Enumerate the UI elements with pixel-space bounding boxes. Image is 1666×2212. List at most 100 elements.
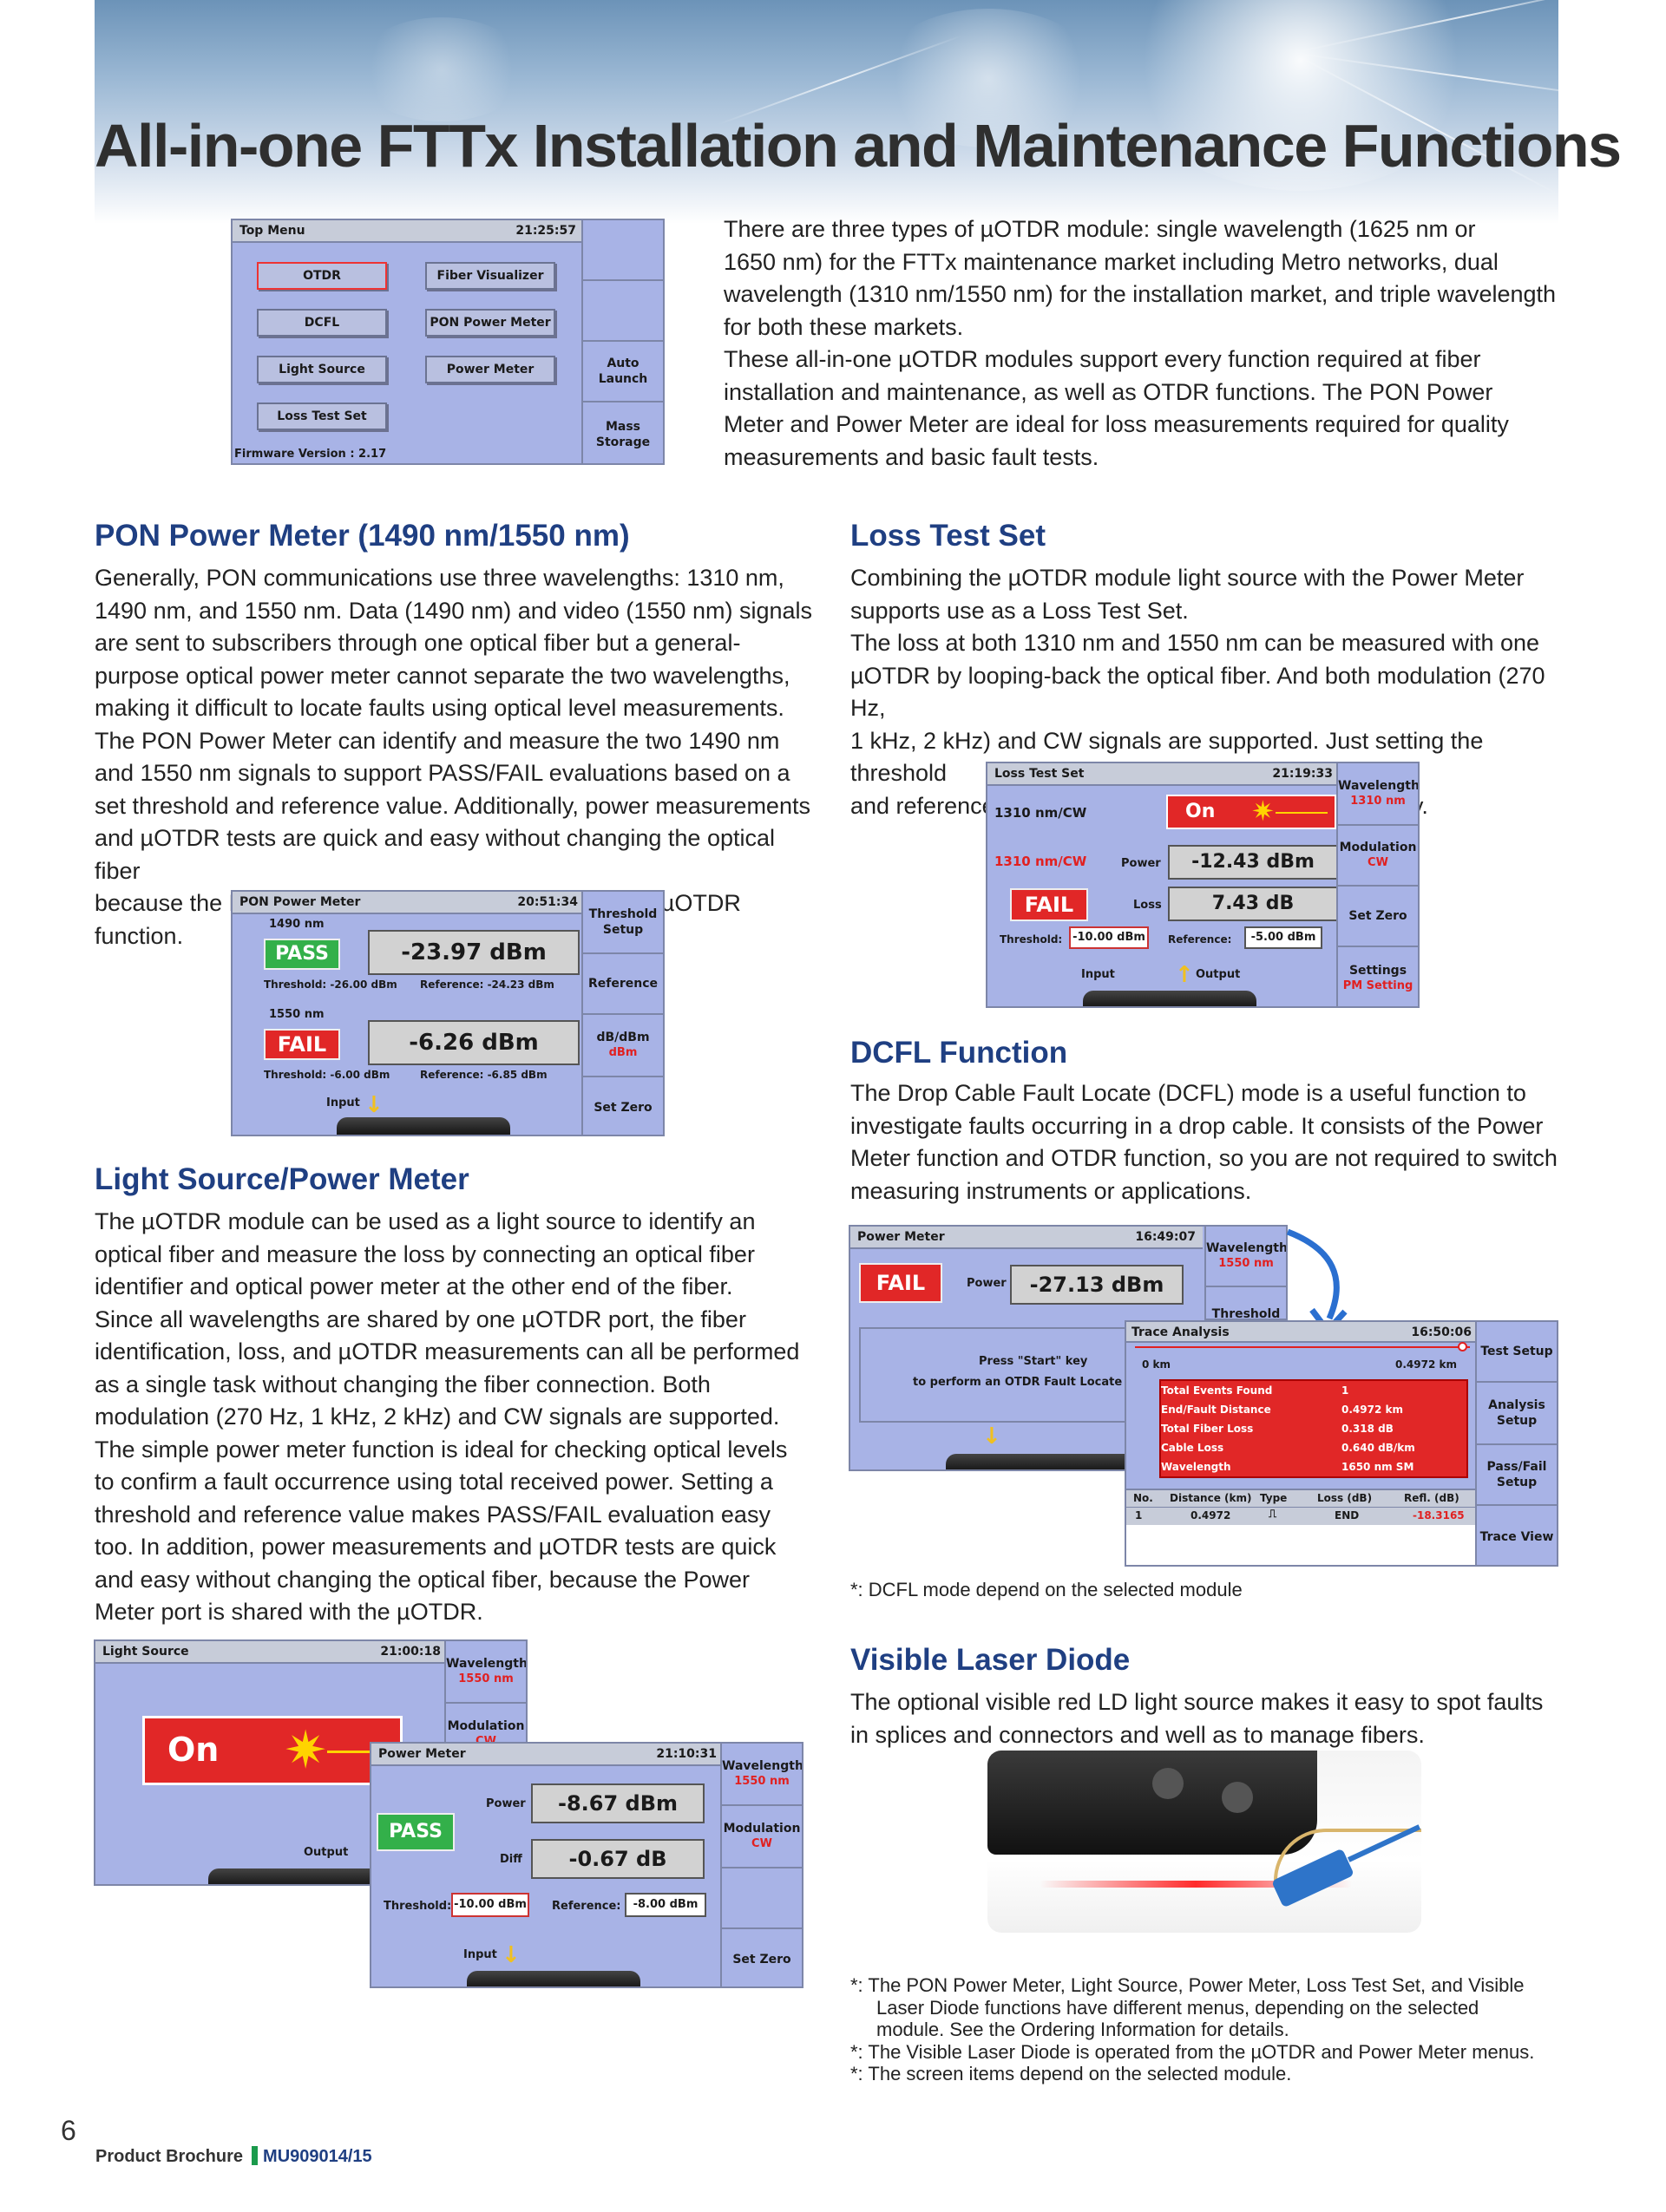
set-zero-label: Set Zero <box>732 1953 791 1967</box>
pon-heading: PON Power Meter (1490 nm/1550 nm) <box>95 519 630 553</box>
auto-launch-label: Auto Launch <box>598 357 648 386</box>
footer-code: MU909014/15 <box>263 2147 372 2166</box>
lts-line: µOTDR by looping-back the optical fiber.… <box>850 662 1545 722</box>
reference-button[interactable]: Reference <box>583 954 663 1015</box>
pon-line: making it difficult to locate faults usi… <box>95 695 784 721</box>
lsp-line: identifier and optical power meter at th… <box>95 1273 733 1299</box>
set-zero-button[interactable]: Set Zero <box>583 1077 663 1135</box>
reference-value[interactable]: -8.00 dBm <box>625 1893 706 1917</box>
curved-arrow-icon <box>1286 1228 1348 1334</box>
firmware-version: Firmware Version : 2.17 <box>234 448 387 461</box>
lts-line: 1 kHz, 2 kHz) and CW signals are support… <box>850 727 1484 787</box>
trace-view-label: Trace View <box>1479 1530 1554 1544</box>
threshold-value[interactable]: -10.00 dBm <box>1069 926 1149 949</box>
lsp-heading: Light Source/Power Meter <box>95 1162 469 1196</box>
lts-line: supports use as a Loss Test Set. <box>850 597 1189 624</box>
pon-line: and 1550 nm signals to support PASS/FAIL… <box>95 760 790 786</box>
wavelength-label: Wavelength <box>446 1657 528 1671</box>
dcfl-note: *: DCFL mode depend on the selected modu… <box>850 1579 1243 1600</box>
lsp-line: and easy without changing the optical fi… <box>95 1566 750 1593</box>
screen-time: 16:49:07 <box>1135 1230 1196 1244</box>
result-label: Wavelength <box>1161 1461 1231 1473</box>
result-value: 1 <box>1341 1384 1349 1397</box>
device-image <box>1083 991 1256 1006</box>
menu-light-source-button[interactable]: Light Source <box>257 356 387 383</box>
trace-line <box>1135 1346 1470 1348</box>
menu-otdr-button[interactable]: OTDR <box>257 262 387 290</box>
note-line: *: The Visible Laser Diode is operated f… <box>850 2040 1535 2063</box>
threshold-value[interactable]: -10.00 dBm <box>451 1893 529 1917</box>
pass-fail-setup-button[interactable]: Pass/Fail Setup <box>1477 1445 1557 1506</box>
pon-line: Generally, PON communications use three … <box>95 565 784 591</box>
reference-value[interactable]: -5.00 dBm <box>1244 926 1322 949</box>
pon-line: 1490 nm, and 1550 nm. Data (1490 nm) and… <box>95 597 812 624</box>
lsp-line: Meter port is shared with the µOTDR. <box>95 1599 483 1625</box>
screen-title: Loss Test Set <box>994 767 1085 781</box>
lsp-line: threshold and reference value makes PASS… <box>95 1501 771 1528</box>
dcfl-text: The Drop Cable Fault Locate (DCFL) mode … <box>850 1077 1579 1207</box>
loss-value: 7.43 dB <box>1168 887 1338 921</box>
fail-badge: FAIL <box>1010 888 1088 921</box>
test-setup-button[interactable]: Test Setup <box>1477 1322 1557 1383</box>
mass-storage-button[interactable]: Mass Storage <box>583 402 663 463</box>
vld-text: The optional visible red LD light source… <box>850 1686 1579 1751</box>
result-value: 0.318 dB <box>1341 1423 1394 1435</box>
trace-view-button[interactable]: Trace View <box>1477 1506 1557 1565</box>
power-label: Power <box>967 1277 1007 1290</box>
screen-time: 21:00:18 <box>380 1645 441 1659</box>
menu-dcfl-button[interactable]: DCFL <box>257 309 387 337</box>
col-header: Distance (km) <box>1170 1492 1252 1504</box>
lsp-line: too. In addition, power measurements and… <box>95 1534 777 1560</box>
connector-port <box>1152 1768 1184 1799</box>
settings-label: Settings <box>1348 964 1407 978</box>
down-arrow-icon: ↓ <box>502 1942 521 1968</box>
wavelength-label: Wavelength <box>1206 1241 1288 1255</box>
analysis-setup-button[interactable]: Analysis Setup <box>1477 1383 1557 1445</box>
screen-title: Trace Analysis <box>1131 1325 1230 1339</box>
receiver-wavelength: 1310 nm/CW <box>994 854 1087 869</box>
on-label: On <box>167 1731 220 1769</box>
output-label: Output <box>304 1846 349 1859</box>
menu-loss-test-set-button[interactable]: Loss Test Set <box>257 402 387 430</box>
page-title: All-in-one FTTx Installation and Mainten… <box>95 112 1622 180</box>
auto-launch-button[interactable]: Auto Launch <box>583 342 663 402</box>
laser-beam <box>1276 812 1328 814</box>
pass-badge: PASS <box>377 1813 455 1851</box>
screen-title: PON Power Meter <box>239 895 361 909</box>
table-row[interactable]: 1 0.4972 ⎍ END -18.3165 <box>1126 1508 1479 1525</box>
result-label: Total Fiber Loss <box>1161 1423 1254 1435</box>
reference-label: Reference <box>587 977 659 991</box>
reference-label: Reference: <box>1168 933 1232 946</box>
menu-pon-power-meter-button[interactable]: PON Power Meter <box>425 309 555 337</box>
pon-line: set threshold and reference value. Addit… <box>95 792 810 819</box>
set-zero-button[interactable]: Set Zero <box>1338 887 1418 947</box>
laser-burst-icon: ✷ <box>1251 795 1275 828</box>
threshold-setup-button[interactable]: Threshold Setup <box>583 892 663 954</box>
result-value: 0.640 dB/km <box>1341 1442 1415 1454</box>
menu-fiber-visualizer-button[interactable]: Fiber Visualizer <box>425 262 555 290</box>
screen-title: Top Menu <box>239 224 305 238</box>
pon-line: and µOTDR tests are quick and easy witho… <box>95 825 775 884</box>
lsp-line: Since all wavelengths are shared by one … <box>95 1306 746 1332</box>
events-table: No. Distance (km) Type Loss (dB) Refl. (… <box>1126 1489 1479 1565</box>
menu-power-meter-button[interactable]: Power Meter <box>425 356 555 383</box>
down-arrow-icon: ↓ <box>364 1092 384 1118</box>
lsp-line: as a single task without changing the fi… <box>95 1371 711 1397</box>
lts-heading: Loss Test Set <box>850 519 1046 553</box>
set-zero-button[interactable]: Set Zero <box>722 1929 802 1986</box>
intro-line: measurements and basic fault tests. <box>724 443 1099 470</box>
db-dbm-value: dBm <box>608 1046 638 1059</box>
source-wavelength: 1310 nm/CW <box>994 805 1087 821</box>
threshold-label: Threshold: <box>384 1900 452 1913</box>
threshold-button[interactable]: Threshold <box>1204 1287 1286 1319</box>
